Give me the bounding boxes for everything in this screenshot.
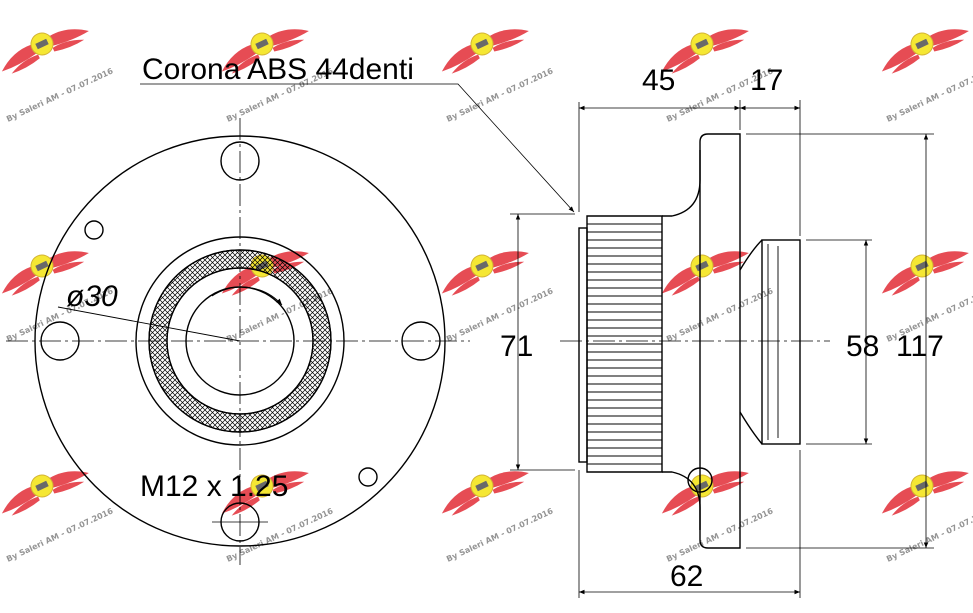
watermark-logo — [433, 235, 533, 301]
flange-side — [699, 133, 741, 549]
watermark-logo — [653, 235, 753, 301]
pilot-transition — [739, 239, 763, 445]
bolt-hole-left — [40, 321, 80, 361]
abs-ring-inner-edge — [166, 267, 314, 415]
corona-leader — [140, 83, 575, 213]
pilot-spigot — [761, 239, 801, 445]
watermark-text: By Saleri AM - 07.07.2016 — [445, 66, 555, 124]
label-dim-71: 71 — [500, 330, 533, 363]
watermark-text: By Saleri AM - 07.07.2016 — [665, 286, 775, 344]
watermark-logo — [0, 13, 93, 79]
watermark-text: By Saleri AM - 07.07.2016 — [5, 66, 115, 124]
bolt-hole-top — [220, 141, 260, 181]
abs-ring-outer-edge — [148, 249, 332, 433]
watermark-text: By Saleri AM - 07.07.2016 — [445, 506, 555, 564]
locating-hole-lower — [358, 467, 378, 487]
watermark-text: By Saleri AM - 07.07.2016 — [665, 506, 775, 564]
label-dim-62: 62 — [670, 560, 703, 593]
label-thread: M12 x 1.25 — [140, 470, 288, 503]
abs-teeth — [587, 223, 662, 465]
label-diameter: ø30 — [66, 280, 118, 313]
label-dim-17: 17 — [750, 64, 783, 97]
label-corona-abs: Corona ABS 44denti — [142, 53, 414, 86]
label-dim-58: 58 — [846, 330, 879, 363]
watermark-logo — [433, 13, 533, 79]
bolt-hole-side — [687, 467, 713, 493]
flange-outer-circle — [34, 135, 446, 547]
abs-tone-wheel-body — [578, 227, 588, 463]
hub-ring-outer — [135, 236, 345, 446]
diameter-leader — [57, 306, 241, 342]
dimensions — [140, 83, 934, 598]
watermark-text: By Saleri AM - 07.07.2016 — [885, 66, 973, 124]
watermark-logo — [873, 455, 973, 521]
diameter-arc — [211, 286, 283, 306]
watermark-logo — [433, 455, 533, 521]
label-dim-117: 117 — [896, 330, 944, 363]
watermark-logo — [873, 235, 973, 301]
side-view — [560, 133, 830, 549]
front-view — [6, 118, 470, 565]
watermark-logo — [873, 13, 973, 79]
watermark-text: By Saleri AM - 07.07.2016 — [225, 506, 335, 564]
label-dim-45: 45 — [642, 64, 675, 97]
watermark-text: By Saleri AM - 07.07.2016 — [885, 506, 973, 564]
bolt-hole-right — [401, 321, 441, 361]
locating-hole-upper — [84, 220, 104, 240]
watermark-logo — [653, 455, 753, 521]
watermark-logo — [0, 455, 93, 521]
watermark-text: By Saleri AM - 07.07.2016 — [5, 506, 115, 564]
